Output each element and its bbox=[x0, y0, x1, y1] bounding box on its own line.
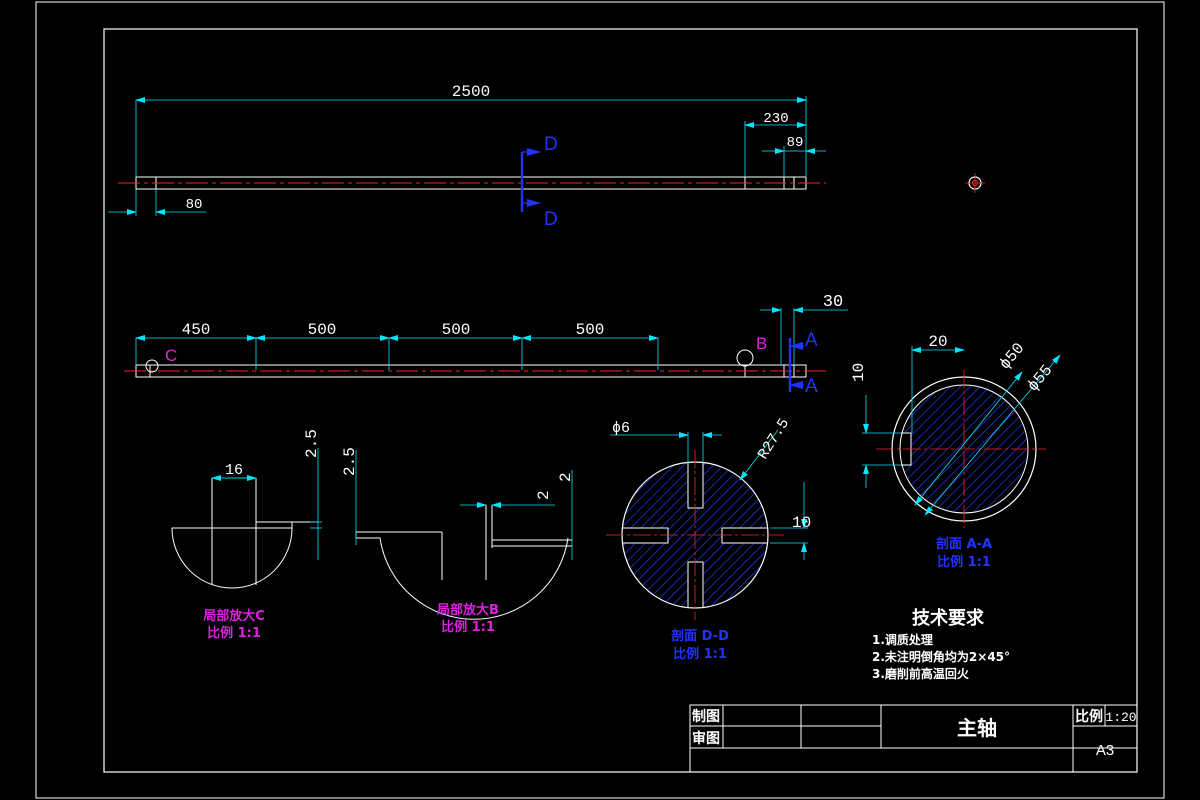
dim-detail-c-width-text: 16 bbox=[225, 462, 243, 479]
sheet-border bbox=[35, 1, 1165, 799]
detail-b-scale: 比例 1:1 bbox=[441, 619, 495, 635]
section-mark-a-bottom: A bbox=[805, 376, 818, 397]
section-dd-view: ϕ6 R27.5 10 剖面 D-D 比例 1:1 bbox=[606, 415, 811, 662]
detail-b-circle bbox=[736, 349, 754, 367]
section-dd-title: 剖面 D-D bbox=[671, 628, 729, 644]
section-aa-title: 剖面 A-A bbox=[936, 536, 992, 552]
technical-requirements: 技术要求 1.调质处理 2.未注明倒角均为2×45° 3.磨削前高温回火 bbox=[872, 607, 1010, 681]
dim-right-step-text: 89 bbox=[787, 135, 804, 151]
dim-segment-2-text: 500 bbox=[308, 321, 337, 339]
title-block-part-name: 主轴 bbox=[957, 716, 997, 740]
dim-segment-1-text: 450 bbox=[182, 321, 211, 339]
dim-detail-b-height-text: 2 bbox=[557, 472, 575, 482]
dim-detail-c-depth-text: 2.5 bbox=[303, 429, 321, 458]
dim-detail-b-width-text: 2 bbox=[535, 490, 553, 500]
title-block-drawn-label: 制图 bbox=[692, 708, 720, 725]
title-block: 制图 审图 主轴 比例 1:20 A3 bbox=[689, 704, 1138, 773]
dim-radius bbox=[739, 429, 779, 481]
dim-radius-text: R27.5 bbox=[755, 415, 793, 462]
detail-c-title: 局部放大C bbox=[203, 608, 265, 624]
title-block-scale-value: 1:20 bbox=[1105, 710, 1136, 725]
title-block-checked-label: 审图 bbox=[692, 730, 720, 747]
dim-left-step-text: 80 bbox=[186, 197, 203, 213]
title-block-sheet-size: A3 bbox=[1096, 742, 1114, 759]
title-block-scale-label: 比例 bbox=[1075, 708, 1103, 725]
section-mark-a-top: A bbox=[805, 330, 818, 351]
tech-req-item-3: 3.磨削前高温回火 bbox=[872, 666, 970, 681]
section-dd-scale: 比例 1:1 bbox=[673, 646, 727, 662]
dim-inner-diameter-text: ϕ50 bbox=[996, 340, 1028, 374]
section-mark-d-bottom: D bbox=[544, 209, 558, 230]
dim-segment-4-text: 500 bbox=[576, 321, 605, 339]
dim-hole-diameter-text: ϕ6 bbox=[612, 420, 630, 437]
hole-symbol-icon bbox=[965, 173, 985, 193]
dim-outer-diameter-text: ϕ55 bbox=[1024, 362, 1056, 396]
dim-detail-b-depth-text: 2.5 bbox=[341, 447, 359, 476]
front-view: 2500 230 89 80 D D bbox=[108, 83, 985, 230]
section-aa-view: 20 10 ϕ50 ϕ55 剖面 A-A 比例 1:1 bbox=[850, 333, 1061, 570]
dim-flat-depth-text: 10 bbox=[850, 363, 868, 382]
keyway-view: 450 500 500 500 30 C B A A bbox=[124, 293, 848, 397]
detail-b-title: 局部放大B bbox=[437, 602, 499, 618]
dim-segment-3-text: 500 bbox=[442, 321, 471, 339]
tech-req-heading: 技术要求 bbox=[912, 607, 985, 629]
tech-req-item-1: 1.调质处理 bbox=[872, 632, 933, 647]
section-mark-d-top: D bbox=[544, 134, 558, 155]
detail-c-view: 16 2.5 局部放大C 比例 1:1 bbox=[171, 429, 322, 641]
section-aa-scale: 比例 1:1 bbox=[937, 554, 991, 570]
detail-c-label: C bbox=[165, 346, 177, 365]
dim-overall-length-text: 2500 bbox=[452, 83, 490, 101]
detail-c-scale: 比例 1:1 bbox=[207, 625, 261, 641]
tech-req-item-2: 2.未注明倒角均为2×45° bbox=[872, 649, 1010, 664]
dim-outer-diameter bbox=[924, 354, 1061, 516]
dim-flat-width-text: 20 bbox=[928, 333, 947, 351]
dim-end-length-text: 30 bbox=[823, 293, 843, 312]
detail-c-circle bbox=[145, 359, 159, 373]
detail-b-view: 2.5 2 2 局部放大B 比例 1:1 bbox=[341, 447, 575, 635]
detail-b-label: B bbox=[756, 334, 767, 353]
dim-right-end-text: 230 bbox=[763, 111, 788, 127]
dim-slot-width-text: 10 bbox=[792, 514, 811, 532]
